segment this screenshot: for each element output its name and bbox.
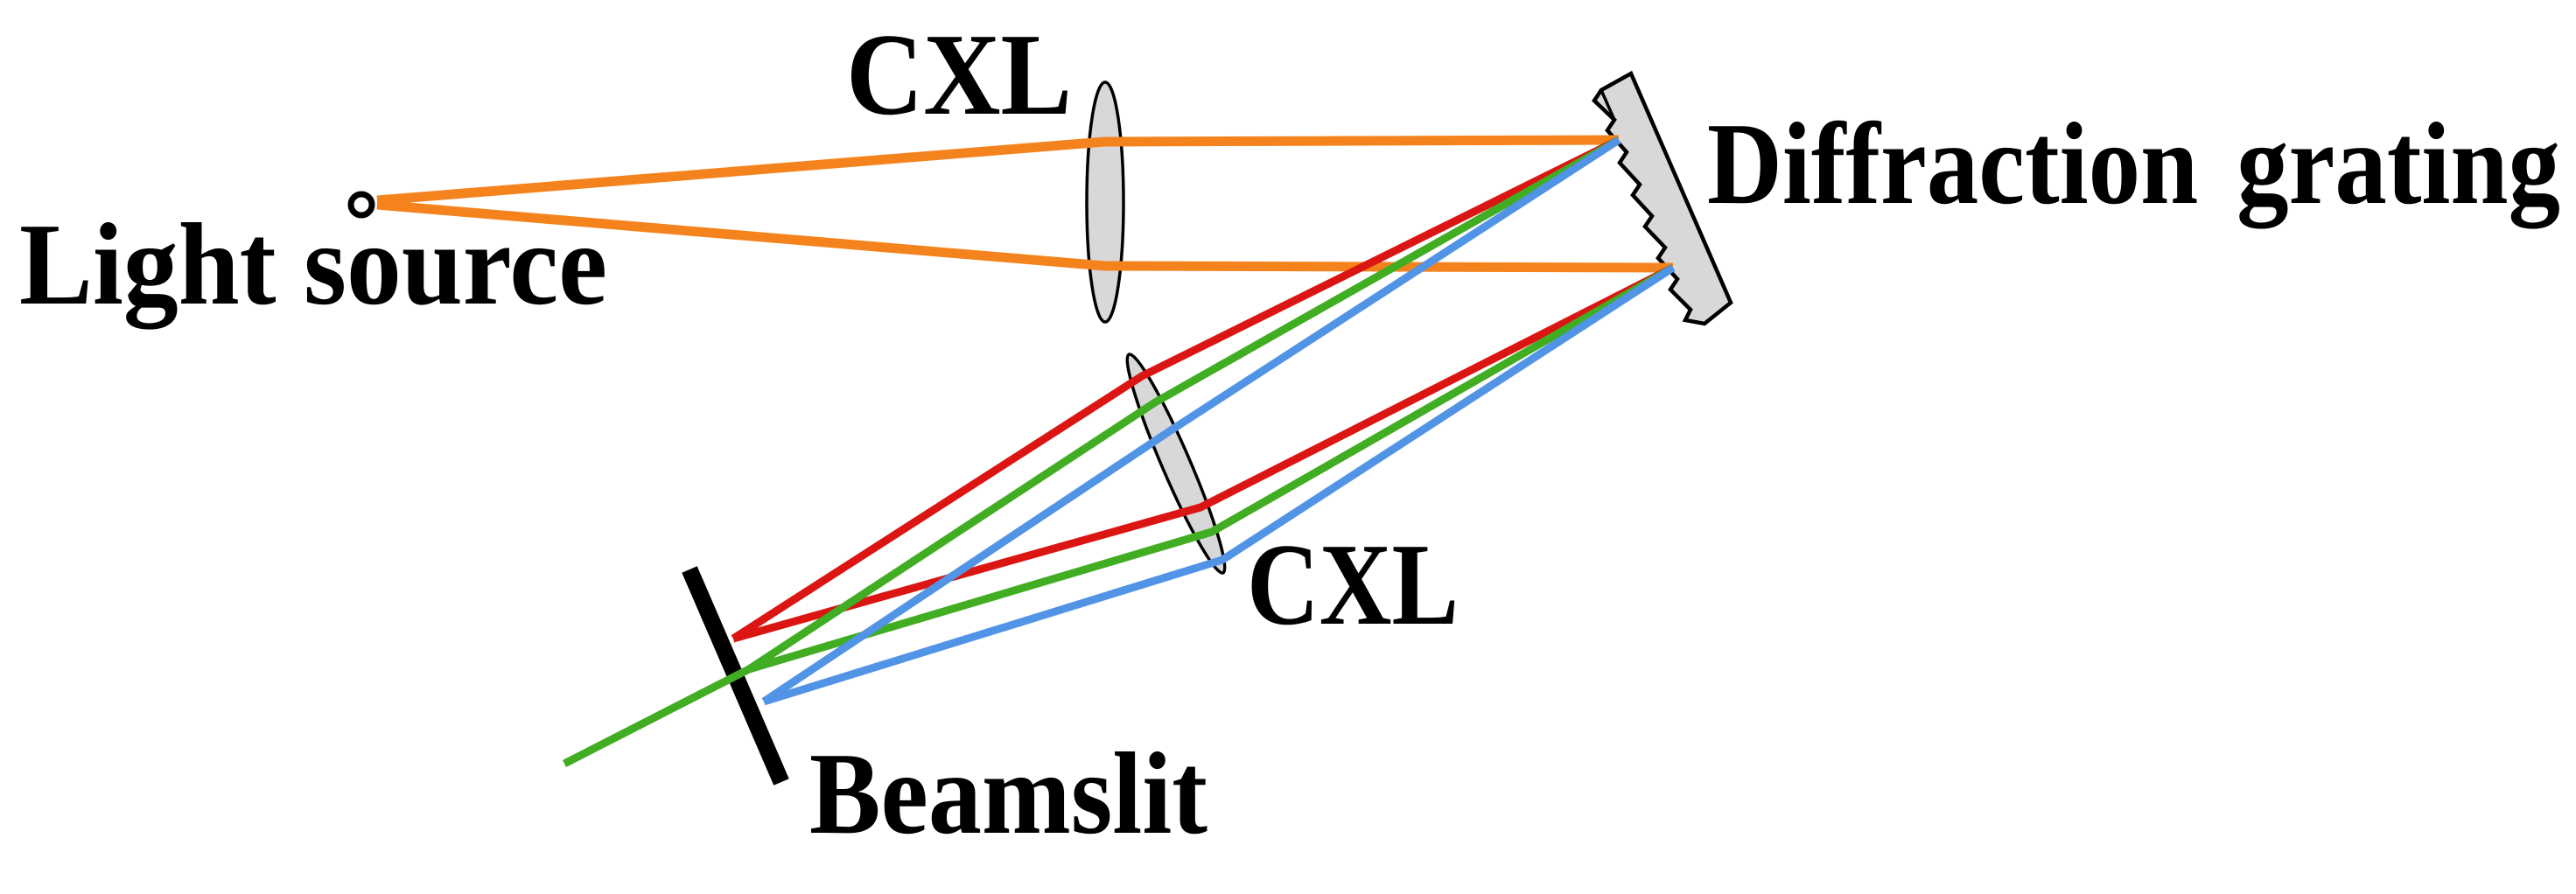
ray-blue-upper	[761, 136, 1621, 705]
diffraction-grating-label: Diffraction grating	[1707, 99, 2560, 229]
ray-orange-top	[376, 135, 1620, 206]
ray-green-upper	[746, 136, 1621, 673]
diffraction-grating-body	[1592, 70, 1733, 326]
ray-red-lower	[732, 263, 1676, 643]
collimating-lens	[1085, 80, 1125, 324]
ray-red-upper	[731, 136, 1620, 642]
ray-blue-lower	[762, 264, 1676, 706]
beamslit-label: Beamslit	[809, 729, 1208, 858]
ray-orange-bottom	[376, 199, 1674, 273]
grating-facet-edge	[1600, 89, 1616, 121]
light-source-point	[347, 191, 375, 219]
light-source-label: Light source	[19, 199, 607, 330]
ray-green-lower	[747, 264, 1676, 674]
ray-green-transmitted	[562, 665, 752, 768]
collimating-lens-label: CXL	[846, 10, 1072, 139]
focusing-lens-label: CXL	[1247, 520, 1459, 649]
